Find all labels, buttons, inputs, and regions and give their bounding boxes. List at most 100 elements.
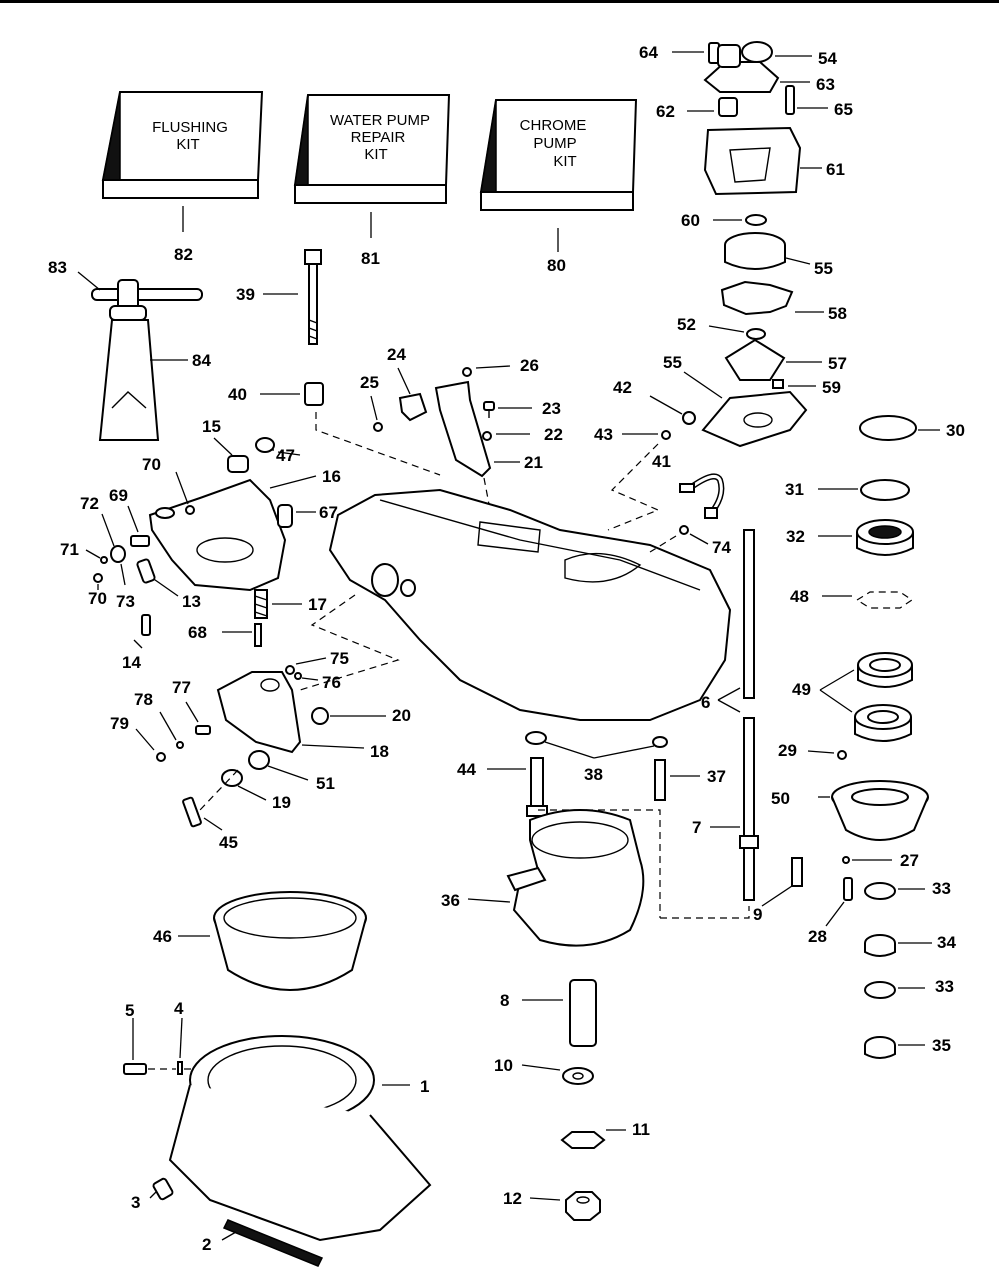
intake-housing-part-1[interactable] [168, 1035, 432, 1242]
insert-part-62[interactable] [718, 97, 738, 117]
stud-part-37[interactable] [654, 759, 666, 801]
callout-17: 17 [308, 595, 327, 614]
callout-65: 65 [834, 100, 853, 119]
nut-part-75[interactable] [285, 665, 295, 675]
bearing-part-49-top[interactable] [857, 652, 913, 688]
nut-part-70-bottom[interactable] [93, 573, 103, 583]
screw-part-69[interactable] [130, 535, 150, 547]
nut-part-40[interactable] [304, 382, 324, 406]
screw-part-14[interactable] [141, 614, 151, 636]
screw-part-29[interactable] [837, 750, 847, 760]
gasket-part-57[interactable] [724, 338, 786, 381]
callout-83: 83 [48, 258, 67, 277]
callout-82: 82 [174, 245, 193, 264]
bushing-part-15[interactable] [227, 455, 249, 473]
bolt-part-44[interactable] [526, 757, 548, 817]
callout-72: 72 [80, 494, 99, 513]
top-border-line [0, 0, 999, 3]
callout-46: 46 [153, 927, 172, 946]
washer-part-76[interactable] [294, 672, 302, 680]
screw-part-3[interactable] [152, 1177, 174, 1201]
pin-part-73[interactable] [136, 558, 156, 584]
screw-part-25[interactable] [373, 422, 383, 432]
flushing-kit-label-1: FLUSHING [152, 119, 228, 136]
flushing-adapter-part-83[interactable] [91, 279, 203, 321]
housing-part-50[interactable] [831, 780, 929, 841]
intake-ring-part-46[interactable] [213, 891, 367, 991]
washer-part-51[interactable] [248, 750, 270, 770]
bearing-part-49-bottom[interactable] [854, 704, 912, 742]
impeller-part-58[interactable] [720, 280, 794, 316]
seal-part-34[interactable] [864, 934, 896, 957]
oring-part-60[interactable] [745, 214, 767, 226]
callout-19: 19 [272, 793, 291, 812]
clip-part-24[interactable] [398, 392, 428, 422]
washer-part-38-right[interactable] [652, 736, 668, 748]
nut-part-70-top[interactable] [185, 505, 195, 515]
seal-part-33-bottom[interactable] [864, 981, 896, 999]
callout-47-visible: 47 [276, 446, 295, 465]
spacer-part-48[interactable] [855, 591, 914, 609]
bracket-part-21[interactable] [434, 380, 492, 478]
washer-part-72[interactable] [110, 545, 126, 563]
grommet-part-54[interactable] [741, 41, 773, 63]
pump-housing-body[interactable] [328, 488, 732, 721]
bracket-part-13[interactable] [148, 478, 287, 592]
bolt-part-45[interactable] [182, 796, 202, 828]
cover-part-63[interactable] [703, 44, 780, 93]
key-part-52[interactable] [746, 328, 766, 340]
driveshaft-part-7[interactable] [739, 717, 759, 901]
screw-part-5[interactable] [123, 1063, 147, 1075]
flushing-hose-part-84[interactable] [98, 319, 160, 441]
hose-part-41[interactable] [679, 473, 725, 519]
fitting-part-74[interactable] [679, 525, 689, 535]
pin-part-9[interactable] [791, 857, 803, 887]
driveshaft-part-6[interactable] [743, 529, 755, 699]
sleeve-part-67[interactable] [277, 504, 293, 528]
ring-part-31[interactable] [860, 479, 910, 501]
spring-part-17[interactable] [254, 589, 268, 619]
callout-42: 42 [613, 378, 632, 397]
bushing-part-20[interactable] [311, 707, 329, 725]
tab-washer-part-11[interactable] [560, 1131, 606, 1149]
nut-part-79[interactable] [156, 752, 166, 762]
washer-part-22[interactable] [482, 431, 492, 441]
pump-housing-part-61[interactable] [703, 126, 802, 196]
nut-part-71[interactable] [100, 556, 108, 564]
washer-part-10[interactable] [562, 1067, 594, 1085]
screw-part-28[interactable] [843, 877, 853, 901]
callout-39: 39 [236, 285, 255, 304]
stud-part-39[interactable] [304, 249, 322, 345]
seal-part-33-top[interactable] [864, 882, 896, 900]
pin-part-59[interactable] [772, 379, 784, 389]
flushing-kit-box[interactable]: FLUSHING KIT [101, 91, 264, 199]
nut-part-12[interactable] [565, 1191, 601, 1221]
pin-part-4[interactable] [177, 1061, 183, 1075]
washer-part-43[interactable] [661, 430, 671, 440]
pin-part-68[interactable] [254, 623, 262, 647]
screw-part-65[interactable] [785, 85, 795, 115]
screw-part-77[interactable] [195, 725, 211, 735]
bar-part-2[interactable] [222, 1219, 324, 1267]
impeller-liner-part-55-top[interactable] [724, 232, 786, 270]
plate-part-55[interactable] [701, 390, 808, 448]
washer-part-38-left[interactable] [525, 731, 547, 745]
washer-part-47[interactable] [255, 437, 275, 453]
shroud-part-36[interactable] [506, 809, 645, 947]
sleeve-part-8[interactable] [569, 979, 597, 1047]
washer-part-27[interactable] [842, 856, 850, 864]
nut-part-42[interactable] [682, 411, 696, 425]
chrome-pump-kit-box[interactable]: CHROME PUMP KIT [479, 99, 638, 211]
plate-part-18[interactable] [216, 671, 302, 754]
seal-part-35[interactable] [864, 1036, 896, 1059]
callout-57: 57 [828, 354, 847, 373]
ring-part-30[interactable] [859, 415, 917, 441]
callout-61: 61 [826, 160, 845, 179]
screw-part-23[interactable] [483, 401, 495, 418]
seal-part-32[interactable] [856, 519, 914, 556]
nut-part-26[interactable] [462, 367, 472, 377]
callout-26: 26 [520, 356, 539, 375]
washer-part-78[interactable] [176, 741, 184, 749]
water-pump-repair-kit-box[interactable]: WATER PUMP REPAIR KIT [293, 94, 451, 204]
callout-69: 69 [109, 486, 128, 505]
